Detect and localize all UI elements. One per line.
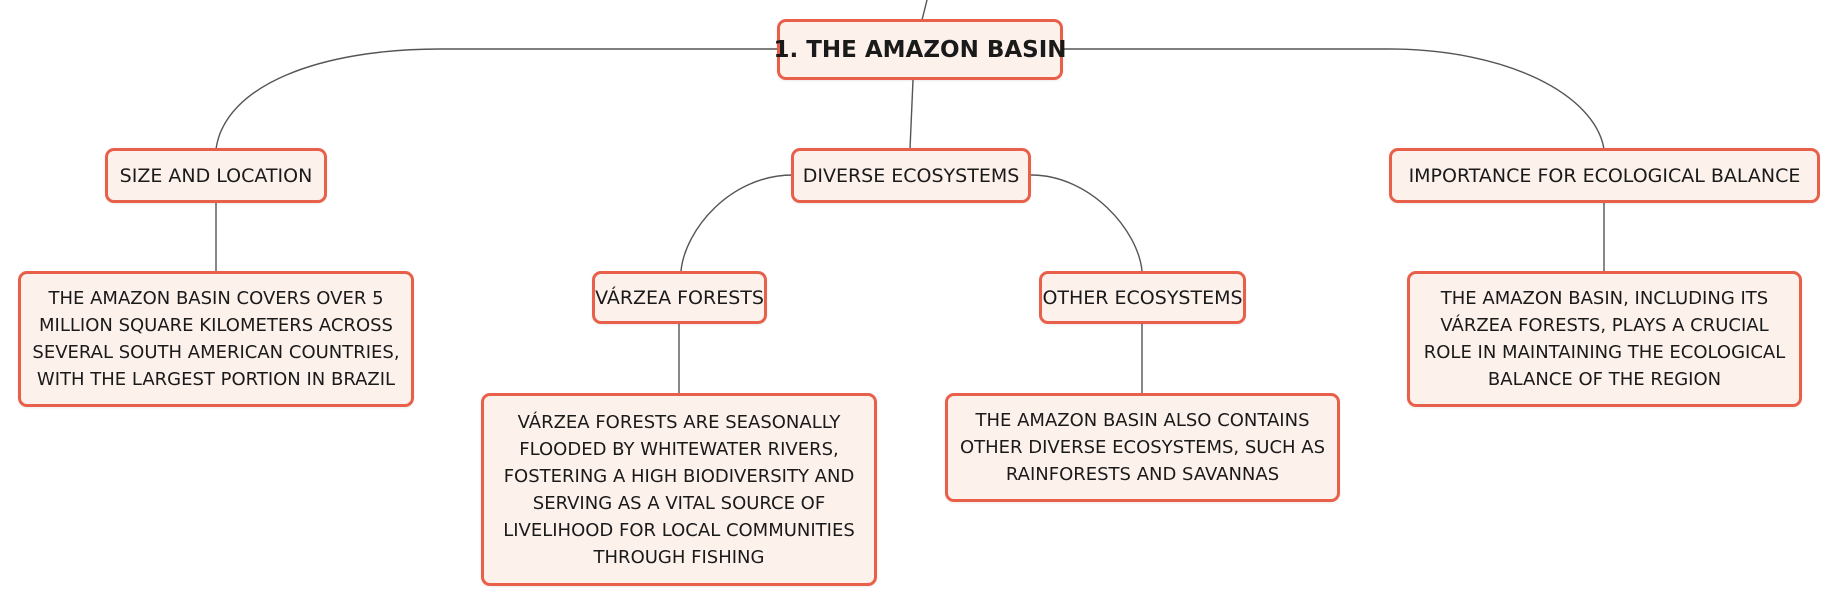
branch-node-label: SIZE AND LOCATION	[119, 164, 313, 187]
root-node[interactable]: 1. THE AMAZON BASIN	[773, 19, 1067, 80]
connector-root-to-size-location	[215, 48, 778, 150]
branch-node-diverse-ecosystems[interactable]: DIVERSE ECOSYSTEMS	[791, 148, 1031, 203]
detail-node-text: THE AMAZON BASIN ALSO CONTAINS OTHER DIV…	[959, 410, 1326, 485]
branch-node-label: IMPORTANCE FOR ECOLOGICAL BALANCE	[1408, 164, 1801, 187]
connector-diverse-to-other	[1030, 174, 1143, 272]
detail-node-text: VÁRZEA FORESTS ARE SEASONALLY FLOODED BY…	[503, 411, 855, 568]
detail-node-size-location[interactable]: THE AMAZON BASIN COVERS OVER 5 MILLION S…	[18, 271, 414, 407]
detail-node-varzea-forests[interactable]: VÁRZEA FORESTS ARE SEASONALLY FLOODED BY…	[481, 393, 877, 586]
branch-node-importance-ecological-balance[interactable]: IMPORTANCE FOR ECOLOGICAL BALANCE	[1389, 148, 1820, 203]
subtopic-node-other-ecosystems[interactable]: OTHER ECOSYSTEMS	[1039, 271, 1246, 324]
connector-parent-to-root	[921, 0, 928, 21]
connector-root-to-diverse-ecosystems	[909, 79, 914, 150]
subtopic-node-label: OTHER ECOSYSTEMS	[1042, 286, 1243, 309]
detail-node-other-ecosystems[interactable]: THE AMAZON BASIN ALSO CONTAINS OTHER DIV…	[945, 393, 1340, 502]
detail-node-text: THE AMAZON BASIN COVERS OVER 5 MILLION S…	[32, 288, 400, 390]
branch-node-size-location[interactable]: SIZE AND LOCATION	[105, 148, 327, 203]
connector-diverse-to-varzea	[680, 174, 794, 272]
branch-node-label: DIVERSE ECOSYSTEMS	[802, 164, 1020, 187]
subtopic-node-label: VÁRZEA FORESTS	[595, 286, 764, 309]
subtopic-node-varzea-forests[interactable]: VÁRZEA FORESTS	[592, 271, 767, 324]
detail-node-importance-ecological-balance[interactable]: THE AMAZON BASIN, INCLUDING ITS VÁRZEA F…	[1407, 271, 1802, 407]
root-node-label: 1. THE AMAZON BASIN	[773, 36, 1067, 63]
connector-root-to-importance	[1062, 48, 1605, 150]
detail-node-text: THE AMAZON BASIN, INCLUDING ITS VÁRZEA F…	[1423, 288, 1786, 390]
